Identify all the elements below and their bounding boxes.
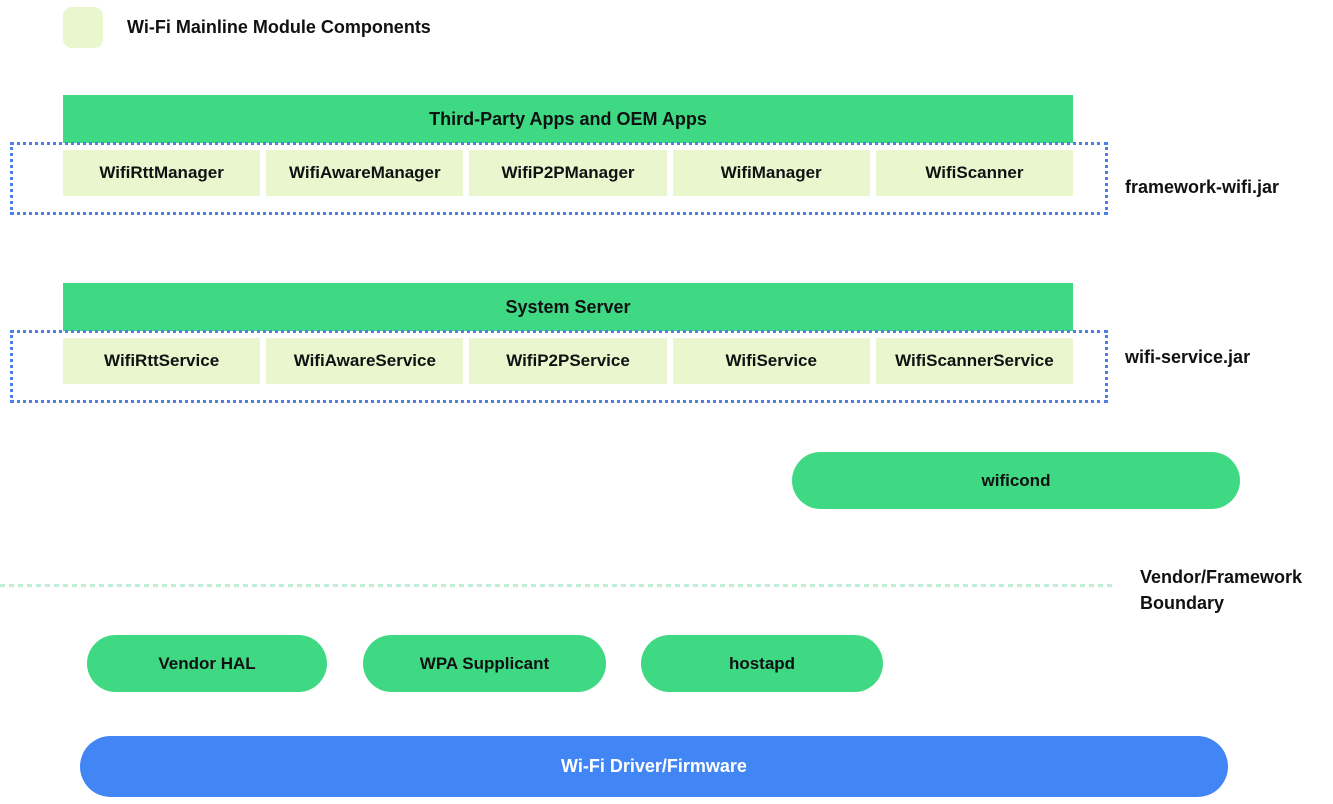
legend: Wi-Fi Mainline Module Components [63,7,431,48]
wifi-service-jar-label: wifi-service.jar [1125,347,1251,367]
system-server-header: System Server [63,283,1073,331]
legend-label: Wi-Fi Mainline Module Components [127,17,431,37]
third-party-apps-header-label: Third-Party Apps and OEM Apps [429,108,707,129]
system-server-header-label: System Server [505,296,631,317]
wpa-supplicant-pill: WPA Supplicant [363,635,606,692]
framework-wifi-jar-boundary [10,142,1108,215]
framework-wifi-jar-label: framework-wifi.jar [1125,177,1280,197]
third-party-apps-header: Third-Party Apps and OEM Apps [63,95,1073,143]
box-wifiawareservice: WifiAwareService [266,338,464,384]
service-boxes-row: WifiRttService WifiAwareService WifiP2PS… [63,338,1074,384]
box-wifip2pmanager: WifiP2PManager [469,150,667,196]
hostapd-pill: hostapd [641,635,883,692]
manager-boxes-row: WifiRttManager WifiAwareManager WifiP2PM… [63,150,1074,196]
box-wifirttservice: WifiRttService [63,338,261,384]
box-wifimanager: WifiManager [672,150,870,196]
wificond-pill: wificond [792,452,1240,509]
box-wifiscanner: WifiScanner [875,150,1074,196]
box-wifiawaremanager: WifiAwareManager [266,150,464,196]
vendor-framework-boundary-label: Vendor/Framework Boundary [1140,567,1303,613]
box-wifiservice: WifiService [672,338,870,384]
wifi-service-jar-boundary [10,330,1108,403]
vendor-framework-boundary-line [0,584,1116,587]
vendor-hal-pill: Vendor HAL [87,635,327,692]
box-wifip2pservice: WifiP2PService [469,338,667,384]
legend-swatch-icon [63,7,103,48]
box-wifiscannerservice: WifiScannerService [875,338,1074,384]
box-wifirttmanager: WifiRttManager [63,150,261,196]
wifi-driver-firmware-pill: Wi-Fi Driver/Firmware [80,736,1228,797]
